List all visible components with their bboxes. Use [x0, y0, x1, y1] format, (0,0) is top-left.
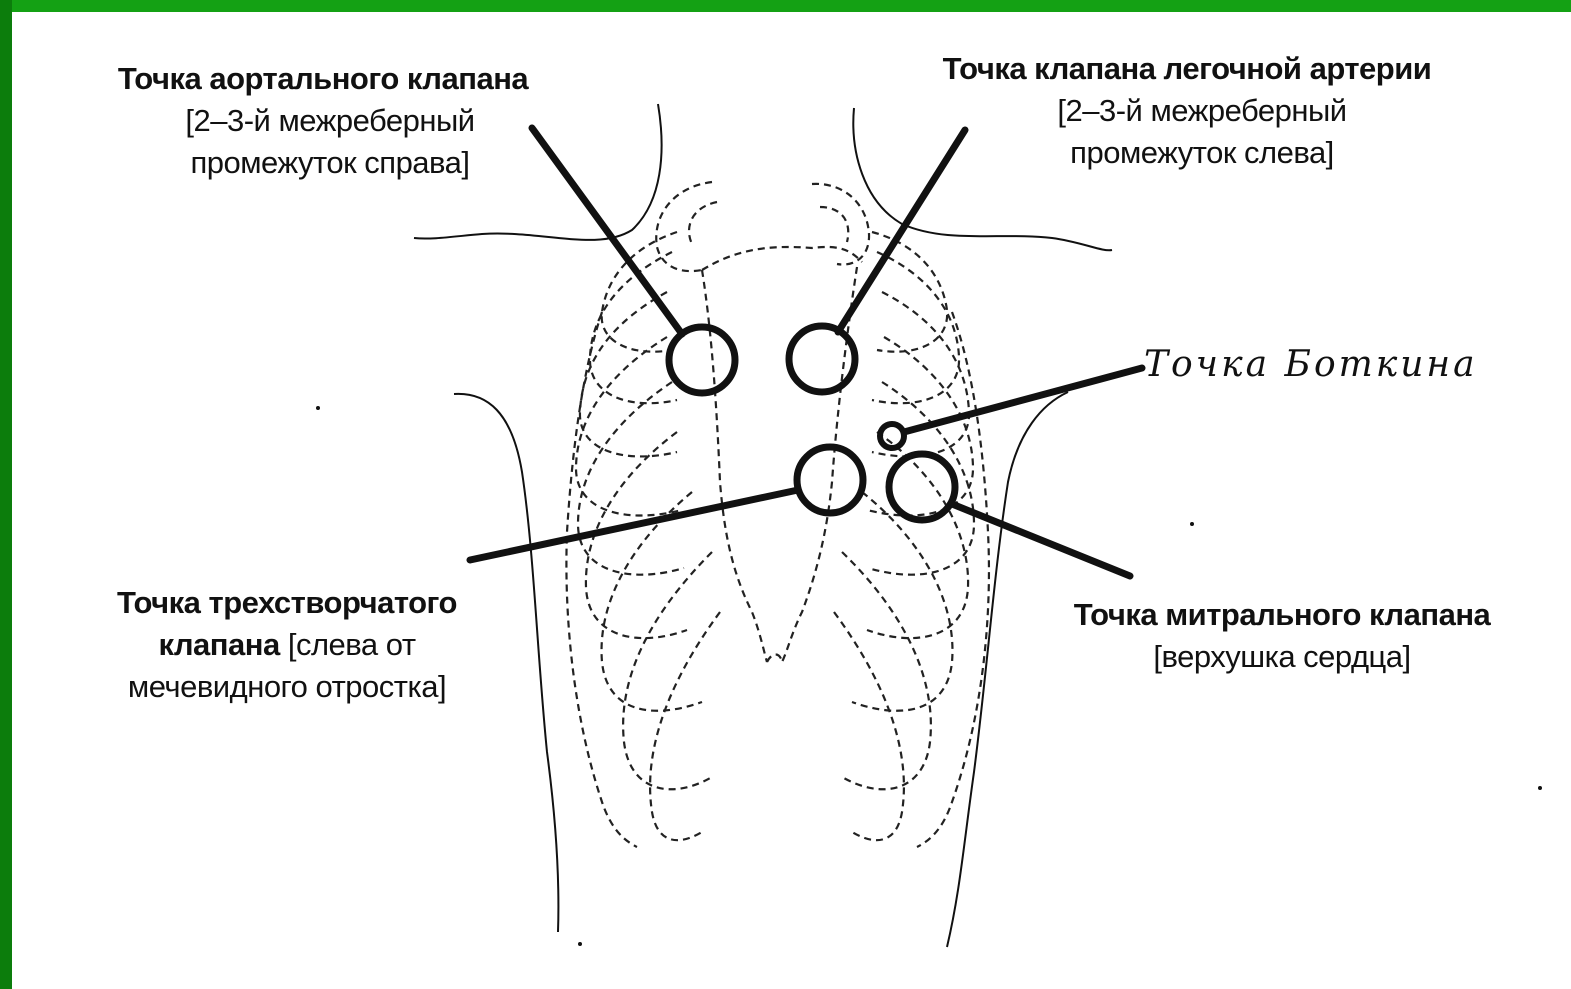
mitral-point-circle — [889, 454, 955, 520]
pulmonary-line2: [2–3-й межреберный — [867, 90, 1507, 132]
botkin-point-label: Точка Боткина — [1144, 344, 1478, 385]
aortic-point-circle — [669, 327, 735, 393]
tricuspid-point-circle — [797, 447, 863, 513]
botkin-leader-line — [904, 368, 1142, 432]
pulmonary-valve-label: Точка клапана легочной артерии [2–3-й ме… — [867, 48, 1507, 174]
green-frame-left — [0, 0, 12, 989]
pulmonary-line3: промежуток слева] — [867, 132, 1507, 174]
green-frame-top — [0, 0, 1571, 12]
pulmonary-title: Точка клапана легочной артерии — [867, 48, 1507, 90]
tricuspid-line3: мечевидного отростка] — [52, 666, 522, 708]
aortic-line3: промежуток справа] — [58, 142, 588, 184]
mitral-title: Точка митрального клапана — [1002, 594, 1562, 636]
botkin-point-circle — [880, 424, 904, 448]
tricuspid-leader-line — [470, 490, 798, 560]
aortic-title: Точка аортального клапана — [58, 58, 588, 100]
slide: Точка аортального клапана [2–3-й межребе… — [12, 12, 1571, 989]
mitral-valve-label: Точка митрального клапана [верхушка серд… — [1002, 594, 1562, 678]
mitral-line2: [верхушка сердца] — [1002, 636, 1562, 678]
tricuspid-line2: клапана [слева от — [52, 624, 522, 666]
pulmonary-point-circle — [789, 326, 855, 392]
aortic-valve-label: Точка аортального клапана [2–3-й межребе… — [58, 58, 588, 184]
ribcage — [566, 182, 989, 847]
tricuspid-title: Точка трехстворчатого — [52, 582, 522, 624]
mitral-leader-line — [952, 504, 1130, 576]
tricuspid-valve-label: Точка трехстворчатого клапана [слева от … — [52, 582, 522, 708]
aortic-line2: [2–3-й межреберный — [58, 100, 588, 142]
